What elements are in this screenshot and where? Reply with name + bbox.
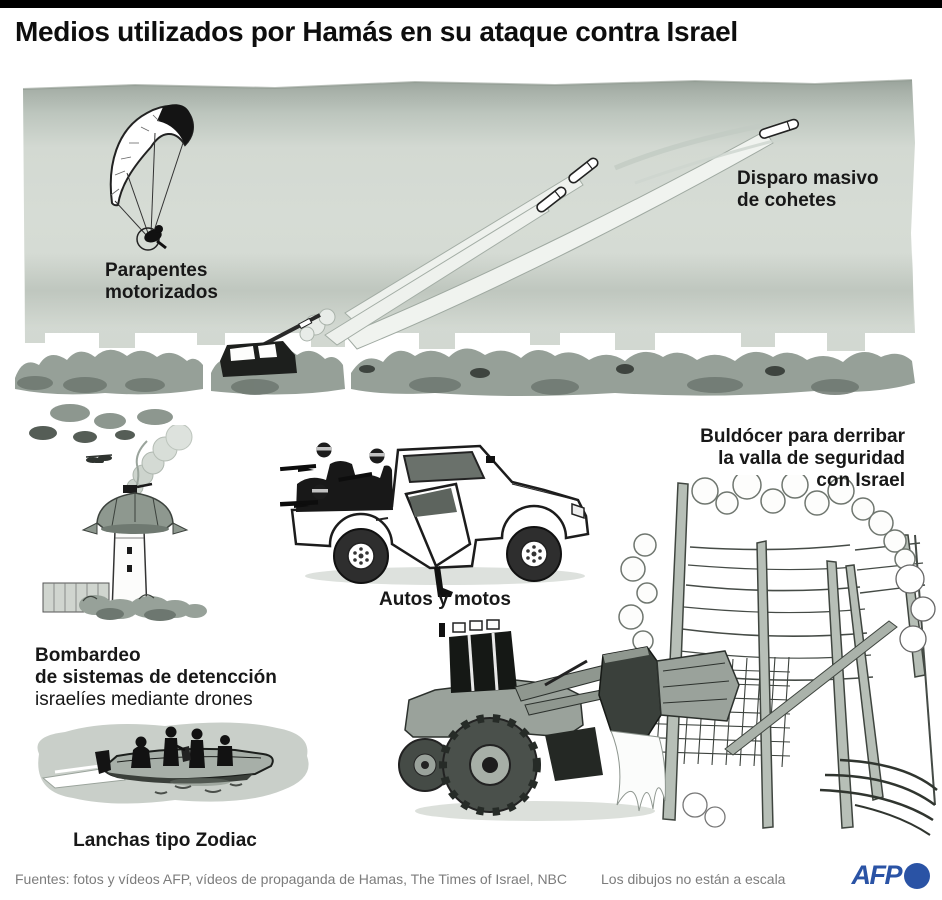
bucket (598, 646, 662, 738)
fallen-brace (724, 620, 898, 756)
ripples (154, 783, 243, 795)
zodiac-illustration (37, 722, 309, 804)
sources-text: Fuentes: fotos y vídeos AFP, vídeos de p… (15, 871, 568, 887)
afp-logo: AFP (851, 860, 930, 891)
bulldozer (398, 619, 740, 828)
label-drones-regular: israelíes mediante drones (35, 689, 253, 710)
bulldozer-fence-illustration (398, 475, 938, 836)
rocket-launcher-truck (220, 313, 321, 377)
afp-logo-text: AFP (851, 860, 903, 890)
tower (81, 492, 189, 614)
falling-dust (610, 730, 666, 812)
label-bulldozer: Buldócer para derribar la valla de segur… (700, 426, 905, 491)
rocket-3 (758, 118, 800, 139)
roadside-bushes-sketch (895, 564, 936, 653)
label-boats: Lanchas tipo Zodiac (73, 830, 257, 851)
cab (449, 631, 517, 693)
label-drones-bold: Bombardeo de sistemas de detencción (35, 645, 277, 688)
rocket-trails (299, 122, 786, 350)
canopy-black-section (157, 104, 193, 145)
paraglider-illustration (109, 104, 194, 251)
cab-window (402, 450, 486, 484)
label-drones: Bombardeo de sistemas de detencción isra… (35, 623, 277, 733)
crew-silhouettes (131, 726, 233, 768)
fence-debris (656, 650, 740, 722)
rocket-1 (568, 157, 599, 184)
front-wheel-big (439, 714, 541, 816)
rifles (280, 464, 373, 508)
label-vehicles: Autos y motos (379, 589, 511, 610)
fighter-heads (312, 442, 385, 500)
open-door (404, 482, 472, 568)
label-rockets: Disparo masivo de cohetes (737, 168, 879, 211)
truck-details (375, 456, 585, 521)
outboard-motor (95, 750, 111, 774)
pilot-with-motor (136, 225, 167, 251)
rocket-2 (536, 186, 567, 213)
drone-icon (85, 454, 113, 463)
bushes (79, 594, 207, 621)
page-title: Medios utilizados por Hamás en su ataque… (15, 16, 738, 47)
roof-lights (452, 619, 500, 633)
sky-scene-illustration (15, 79, 915, 443)
top-black-bar (0, 0, 942, 8)
suspension-lines (114, 132, 184, 238)
driver-leg (434, 566, 453, 597)
sky-with-skyline (22, 79, 915, 351)
tower-drone-illustration (42, 425, 207, 621)
turret (123, 482, 153, 493)
smoke-plume (126, 425, 193, 496)
rear-wheel (333, 528, 389, 584)
pickup-truck-illustration (280, 442, 590, 597)
drooping-wires (819, 758, 938, 836)
scale-disclaimer: Los dibujos no están a escala (601, 871, 786, 887)
under-carriage (545, 727, 603, 781)
afp-logo-globe-icon (904, 862, 930, 889)
front-wheel (506, 526, 562, 582)
label-paragliders: Parapentes motorizados (105, 260, 218, 303)
